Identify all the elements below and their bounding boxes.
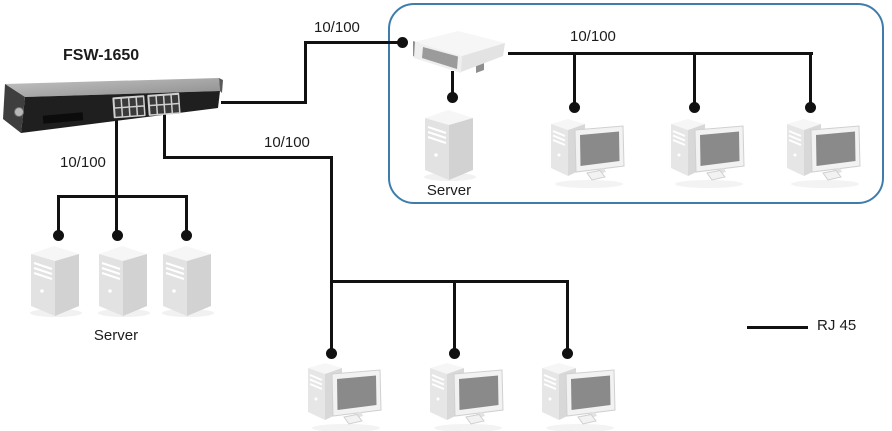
computer-icon bbox=[665, 114, 747, 190]
junction-dot bbox=[181, 230, 192, 241]
switch-image bbox=[3, 70, 223, 134]
junction-dot bbox=[562, 348, 573, 359]
cable-servers-h bbox=[57, 195, 188, 198]
junction-dot bbox=[569, 102, 580, 113]
cable-hub-lan-h bbox=[508, 52, 813, 55]
server-icon bbox=[94, 242, 152, 318]
server-icon bbox=[158, 242, 216, 318]
computer-icon bbox=[424, 358, 506, 431]
cable-uplink-h1 bbox=[221, 101, 307, 104]
junction-dot bbox=[449, 348, 460, 359]
link-label-lan: 10/100 bbox=[264, 134, 310, 151]
workgroup-box bbox=[388, 3, 884, 204]
junction-dot bbox=[326, 348, 337, 359]
legend-line bbox=[747, 326, 808, 329]
computer-icon bbox=[781, 114, 863, 190]
server-icon bbox=[26, 242, 84, 318]
cable-hub-drop2 bbox=[693, 52, 696, 105]
link-label-uplink: 10/100 bbox=[314, 19, 360, 36]
cable-servers-drop3 bbox=[185, 195, 188, 235]
computer-icon bbox=[545, 114, 627, 190]
cable-hub-drop1 bbox=[573, 52, 576, 105]
junction-dot bbox=[112, 230, 123, 241]
cable-hub-drop3 bbox=[809, 52, 812, 105]
junction-dot bbox=[447, 92, 458, 103]
cable-lan-h1 bbox=[163, 156, 333, 159]
server-label-left: Server bbox=[93, 327, 139, 344]
switch-label: FSW-1650 bbox=[63, 47, 140, 64]
cable-servers-v bbox=[115, 117, 118, 198]
cable-servers-drop1 bbox=[57, 195, 60, 235]
cable-uplink-h2 bbox=[304, 41, 402, 44]
link-label-servers: 10/100 bbox=[60, 154, 106, 171]
hub-icon bbox=[410, 28, 510, 75]
junction-dot bbox=[689, 102, 700, 113]
cable-lan-drop2 bbox=[453, 280, 456, 352]
server-icon bbox=[420, 106, 478, 182]
computer-icon bbox=[536, 358, 618, 431]
cable-uplink-v bbox=[304, 41, 307, 104]
junction-dot bbox=[53, 230, 64, 241]
legend-label: RJ 45 bbox=[817, 317, 857, 334]
cable-lan-drop1 bbox=[330, 280, 333, 352]
computer-icon bbox=[302, 358, 384, 431]
cable-hub-server-v bbox=[451, 71, 454, 94]
junction-dot bbox=[397, 37, 408, 48]
cable-lan-drop3 bbox=[566, 280, 569, 352]
cable-lan-h2 bbox=[330, 280, 569, 283]
cable-lan-v1 bbox=[163, 112, 166, 159]
junction-dot bbox=[805, 102, 816, 113]
link-label-hub-lan: 10/100 bbox=[570, 28, 616, 45]
cable-lan-v2 bbox=[330, 156, 333, 283]
server-label-workgroup: Server bbox=[426, 182, 472, 199]
cable-servers-drop2 bbox=[115, 195, 118, 235]
